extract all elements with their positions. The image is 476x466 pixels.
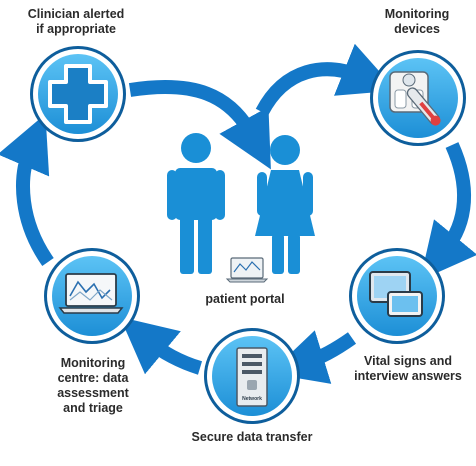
server-icon <box>236 347 268 407</box>
monitor-tablet-icon <box>369 271 423 317</box>
laptop-chart-icon <box>58 273 124 314</box>
arrow-clinician-to-portal <box>128 80 271 170</box>
arrow-portal-to-devices <box>255 43 397 116</box>
male-figure-icon <box>167 133 225 274</box>
arrow-devices-to-vitals <box>420 142 476 281</box>
cycle-arrows <box>0 43 476 384</box>
scale-thermometer-icon <box>389 71 441 126</box>
label-devices: Monitoring devices <box>384 7 450 36</box>
node-devices <box>370 50 466 146</box>
label-transfer: Secure data transfer <box>191 430 313 444</box>
medical-cross-icon <box>48 64 108 124</box>
label-patient-portal: patient portal <box>205 292 285 306</box>
node-transfer: Network <box>204 328 300 424</box>
label-centre: Monitoring centre: data assessment and t… <box>57 356 129 415</box>
arrow-transfer-to-centre <box>119 316 203 375</box>
arrow-vitals-to-transfer <box>269 330 357 384</box>
node-centre <box>44 248 140 344</box>
patients-laptop-icon <box>167 133 315 283</box>
server-network-label: Network <box>242 396 262 402</box>
female-figure-icon <box>255 135 315 274</box>
label-vitals: Vital signs and interview answers <box>354 354 462 383</box>
node-vitals <box>349 248 445 344</box>
node-clinician <box>30 46 126 142</box>
arrow-centre-to-clinician <box>0 113 54 267</box>
label-clinician: Clinician alerted if appropriate <box>27 7 125 36</box>
portal-laptop-icon <box>225 257 269 283</box>
